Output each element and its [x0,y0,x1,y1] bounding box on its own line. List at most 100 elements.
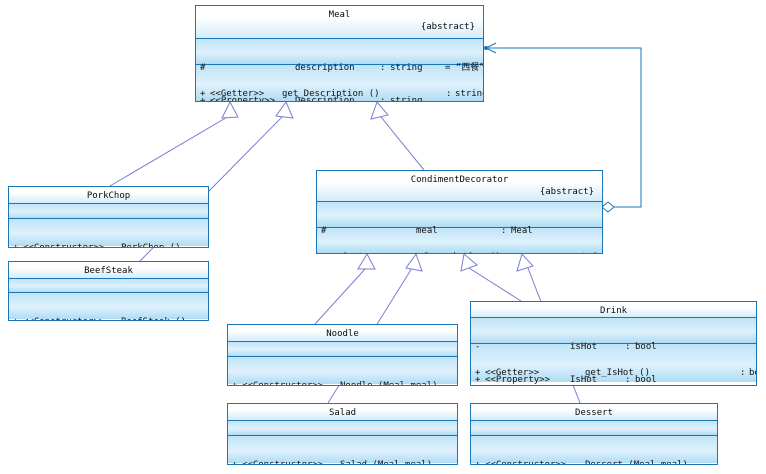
attribute-row: - isHot: bool [471,342,756,353]
member-name: Salad (Meal meal) [340,460,433,465]
member-type: bool [635,375,657,385]
class-header-salad: Salad [228,404,457,421]
class-name-meal: Meal [328,10,351,20]
member-type: string [390,96,423,102]
visibility: + [13,243,19,248]
operations-compartment-beefsteak: +<<Constructor>>BeefSteak () +<<Override… [9,293,208,320]
attributes-compartment-drink: -isHot:bool +<<Property>>IsHot:bool [471,318,756,385]
class-box-noodle[interactable]: Noodle + <<Constructor>> Noodle (Meal meal… [227,324,458,386]
edge-noodle-condiment [314,252,376,325]
member-name: PorkChop () [121,243,181,248]
visibility: + [475,460,481,465]
class-box-porkchop[interactable]: PorkChop + <<Constructor>> PorkChop () + <<… [8,186,209,248]
operation-row: +<<Getter>>get_Description ():string [196,89,483,100]
class-header-noodle: Noodle [228,325,457,342]
class-box-drink[interactable]: Drink -isHot:bool +<<Property>>IsHot:boo… [470,301,757,386]
stereotype: <<Property>> [210,96,276,102]
default-value: = “西餐” [445,63,484,73]
class-name-porkchop: PorkChop [86,191,131,201]
attributes-compartment-porkchop [9,204,208,219]
operation-row: +<<Constructor>>Dessert (Meal meal) [471,460,717,465]
attribute-row: +<<Property>>Description:string [196,96,483,102]
member-name: IsHot [570,375,598,385]
visibility: + [200,96,206,102]
member-type: bool [635,342,657,352]
attributes-compartment-condimentdecorator: #meal:Meal +<<Property>>Description:stri… [317,202,602,236]
attribute-row: + <<Property>> IsHot: bool [471,375,756,385]
class-header-porkchop: PorkChop [9,187,208,204]
separator: : [380,96,386,102]
member-name: description [295,63,355,73]
visibility: + [232,381,238,386]
class-box-dessert[interactable]: Dessert +<<Constructor>>Dessert (Meal me… [470,403,718,465]
attribute-row: #meal:Meal [317,226,602,237]
member-type: string [455,89,483,99]
class-name-beefsteak: BeefSteak [84,266,133,276]
separator: : [625,375,631,385]
attributes-compartment-salad [228,421,457,436]
operations-compartment-drink: +<<Getter>>get_IsHot ():bool +<<Construc… [471,344,756,382]
attribute-row: #description:string= “西餐” [196,63,483,74]
class-name-noodle: Noodle [326,329,359,339]
visibility: # [321,226,327,236]
separator: : [380,63,386,73]
member-type: Meal [511,226,533,236]
edge-condiment-meal [370,101,425,171]
member-name: get_IsHot () [585,368,651,378]
operations-compartment-noodle: +<<Constructor>>Noodle (Meal meal) +<<Ov… [228,357,457,386]
operations-compartment-dessert: +<<Constructor>>Dessert (Meal meal) +<<O… [471,436,717,465]
class-name-drink: Drink [599,306,628,316]
stereotype: <<Constructor>> [23,243,105,248]
operations-compartment-condimentdecorator: +<<Getter>>get_Description ():string +<<… [317,228,602,253]
class-name-dessert: Dessert [575,408,613,418]
class-header-drink: Drink [471,302,756,318]
stereotype: <<Getter>> [331,252,403,253]
operations-compartment-porkchop: +<<Constructor>>PorkChop () +<<Override>… [9,219,208,248]
member-type: string [390,63,423,73]
operations-compartment-salad: +<<Constructor>>Salad (Meal meal) +<<Ove… [228,436,457,465]
operation-row: + <<Constructor>> Noodle (Meal meal) [228,381,457,386]
class-header-condimentdecorator: CondimentDecorator {abstract} [317,171,602,202]
class-box-salad[interactable]: Salad +<<Constructor>>Salad (Meal meal) … [227,403,458,465]
member-type: bool [749,368,756,378]
operation-row: + <<Constructor>> PorkChop () [9,243,208,248]
visibility: + [321,252,331,253]
class-stereotype-condimentdecorator: {abstract} [539,187,594,197]
attributes-compartment-meal: #description:string= “西餐” +<<Property>>D… [196,39,483,101]
member-name: Noodle (Meal meal) [340,381,438,386]
member-name: get_Description () [282,89,380,99]
class-header-beefsteak: BeefSteak [9,262,208,279]
operations-compartment-meal: +<<Getter>>get_Description ():string +<<… [196,65,483,101]
visibility: + [232,460,238,465]
member-name: get_Description () [403,252,567,253]
stereotype: <<Constructor>> [23,317,121,320]
class-box-meal[interactable]: Meal {abstract} #description:string= “西餐… [195,5,484,102]
stereotype: <<Constructor>> [242,460,324,465]
class-stereotype-meal: {abstract} [420,22,475,32]
separator: : [625,342,631,352]
separator: : [446,89,452,99]
member-name: Dessert (Meal meal) [585,460,688,465]
visibility: + [13,317,23,320]
member-name: isHot [570,342,598,352]
operation-row: +<<Getter>>get_IsHot ():bool [471,368,756,379]
visibility: - [475,342,481,352]
class-box-condimentdecorator[interactable]: CondimentDecorator {abstract} #meal:Meal… [316,170,603,254]
separator: : [567,252,576,253]
stereotype: <<Getter>> [210,89,265,99]
operation-row: + <<Constructor>> Salad (Meal meal) [228,460,457,465]
stereotype: <<Constructor>> [242,381,324,386]
separator: : [501,226,507,236]
member-name: BeefSteak () [121,317,186,320]
separator: : [740,368,746,378]
stereotype: <<Getter>> [485,368,540,378]
visibility: + [200,89,206,99]
member-type: string [576,252,602,253]
attributes-compartment-beefsteak [9,279,208,293]
attributes-compartment-noodle [228,342,457,357]
stereotype: <<Property>> [485,375,551,385]
class-header-meal: Meal {abstract} [196,6,483,39]
class-box-beefsteak[interactable]: BeefSteak +<<Constructor>>BeefSteak () +… [8,261,209,321]
visibility: + [475,375,481,385]
